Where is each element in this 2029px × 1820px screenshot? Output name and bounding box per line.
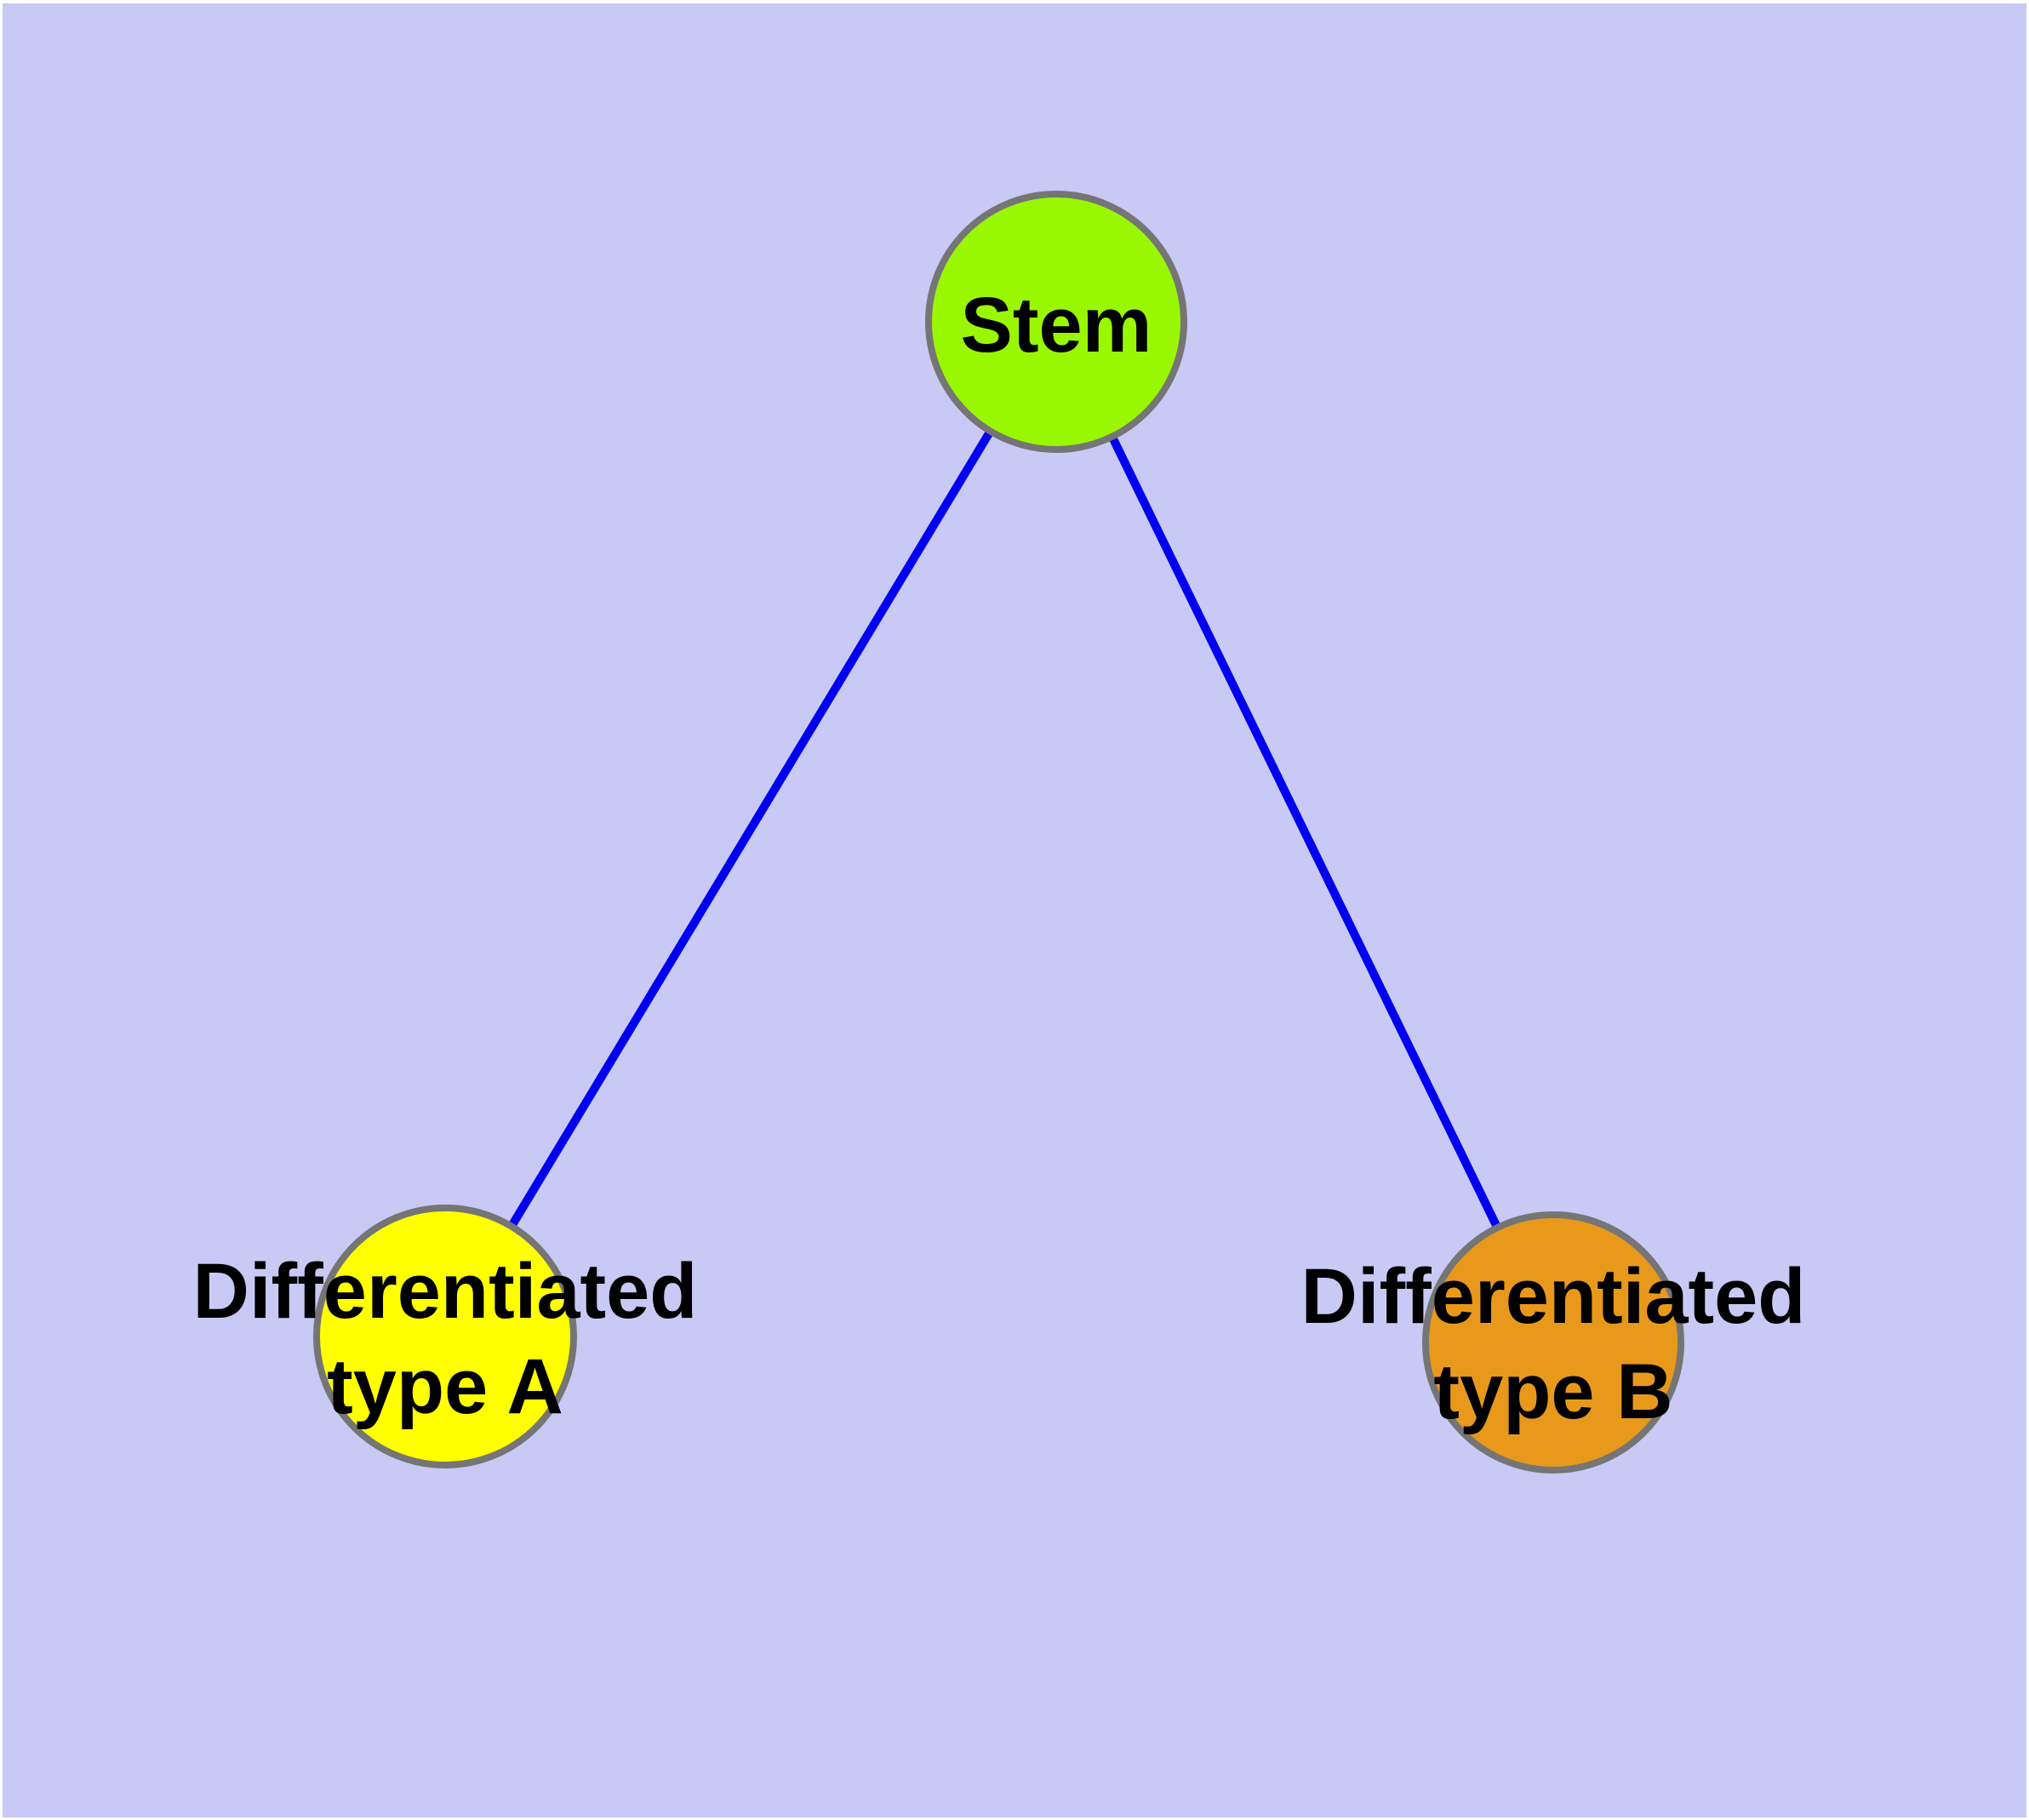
edge-stem-type-b [1052,319,1557,1345]
type-a-label-line2: type A [327,1343,563,1430]
edge-stem-type-a [441,319,1060,1339]
type-b-label-line1: Differentiated [1300,1253,1806,1340]
type-b-node[interactable] [1422,1211,1684,1474]
type-b-label-line2: type B [1433,1348,1673,1435]
stem-node-label-text: Stem [960,282,1152,369]
type-b-node-label: Differentiated type B [1301,1249,1806,1439]
diagram-canvas: Stem Differentiated type A Differentiate… [3,3,2026,1817]
type-a-label-line1: Differentiated [192,1248,698,1335]
stem-node-label: Stem [961,278,1152,373]
type-a-node-label: Differentiated type A [193,1244,698,1434]
type-a-node[interactable] [313,1205,577,1468]
graph-svg [313,191,1684,1474]
stem-node[interactable] [925,191,1187,453]
